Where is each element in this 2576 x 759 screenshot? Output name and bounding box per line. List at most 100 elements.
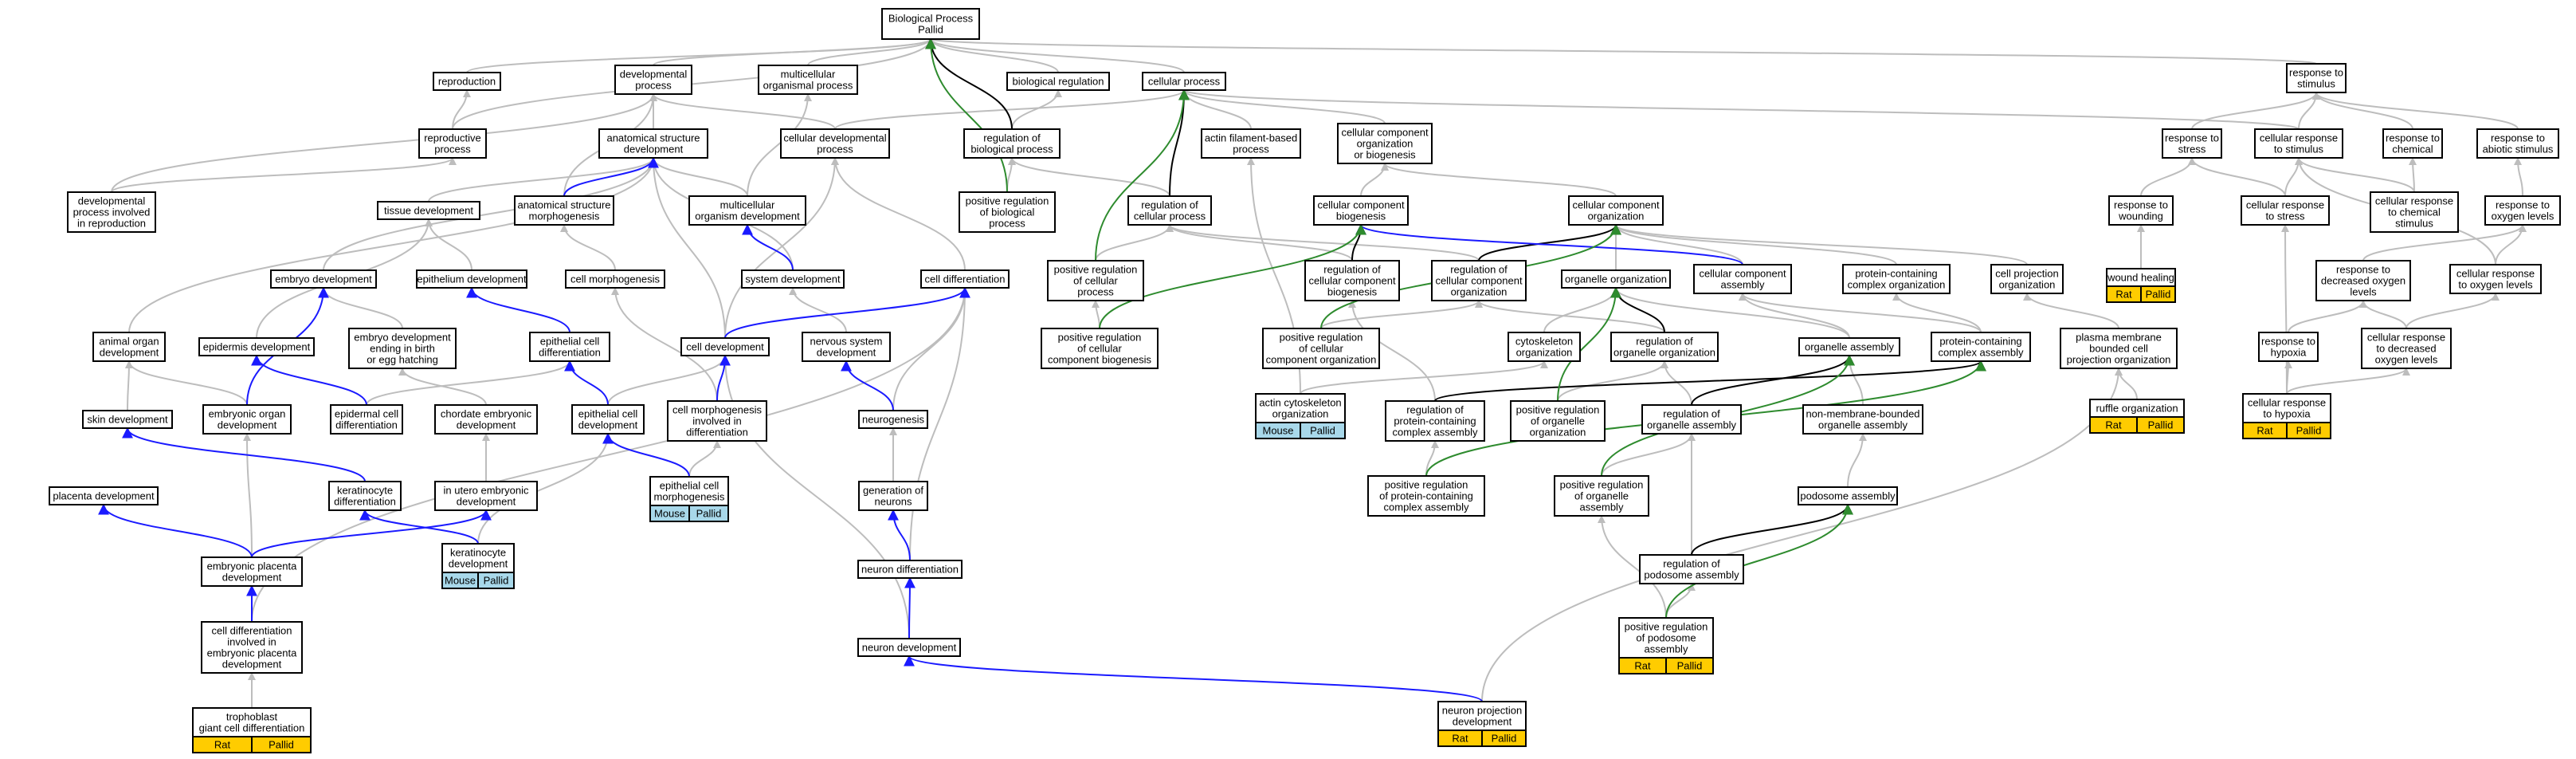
node-tissue-dev[interactable]: tissue development xyxy=(377,201,480,220)
node-system-dev[interactable]: system development xyxy=(741,269,845,289)
node-neuron-dev[interactable]: neuron development xyxy=(857,638,961,657)
node-label-line: positive regulation xyxy=(1625,621,1708,633)
node-label-line: embryo development xyxy=(275,273,372,285)
node-organelle-org[interactable]: organelle organization xyxy=(1561,269,1671,289)
node-box xyxy=(2254,128,2343,159)
node-reproduction[interactable]: reproduction xyxy=(433,72,501,91)
node-label-line: process xyxy=(817,144,853,155)
node-skin-dev[interactable]: skin development xyxy=(82,410,173,429)
species-tag-mouse: Mouse xyxy=(1255,422,1301,439)
node-bio-reg[interactable]: biological regulation xyxy=(1006,72,1110,91)
node-organelle-assembly[interactable]: organelle assembly xyxy=(1798,337,1900,356)
node-neurogenesis[interactable]: neurogenesis xyxy=(858,410,928,429)
node-podosome-assembly[interactable]: podosome assembly xyxy=(1798,486,1898,505)
node-cell-development[interactable]: cell development xyxy=(680,337,770,356)
node-epith-dev[interactable]: epithelium development xyxy=(416,269,527,289)
node-label-line: embryonic placenta xyxy=(207,647,297,659)
node-epid-dev[interactable]: epidermis development xyxy=(198,337,315,356)
node-embryo-dev[interactable]: embryo development xyxy=(270,269,377,289)
node-label-line: of biological xyxy=(980,206,1035,218)
node-neuron-diff[interactable]: neuron differentiation xyxy=(857,560,963,579)
node-placenta-dev[interactable]: placenta development xyxy=(49,486,159,505)
node-cell-morph[interactable]: cell morphogenesis xyxy=(565,269,665,289)
node-box xyxy=(2162,128,2222,159)
node-box xyxy=(1798,486,1898,505)
node-cell-diff[interactable]: cell differentiation xyxy=(920,269,1010,289)
node-cell-process[interactable]: cellular process xyxy=(1142,72,1226,91)
node-label-line: component organization xyxy=(1266,354,1377,366)
